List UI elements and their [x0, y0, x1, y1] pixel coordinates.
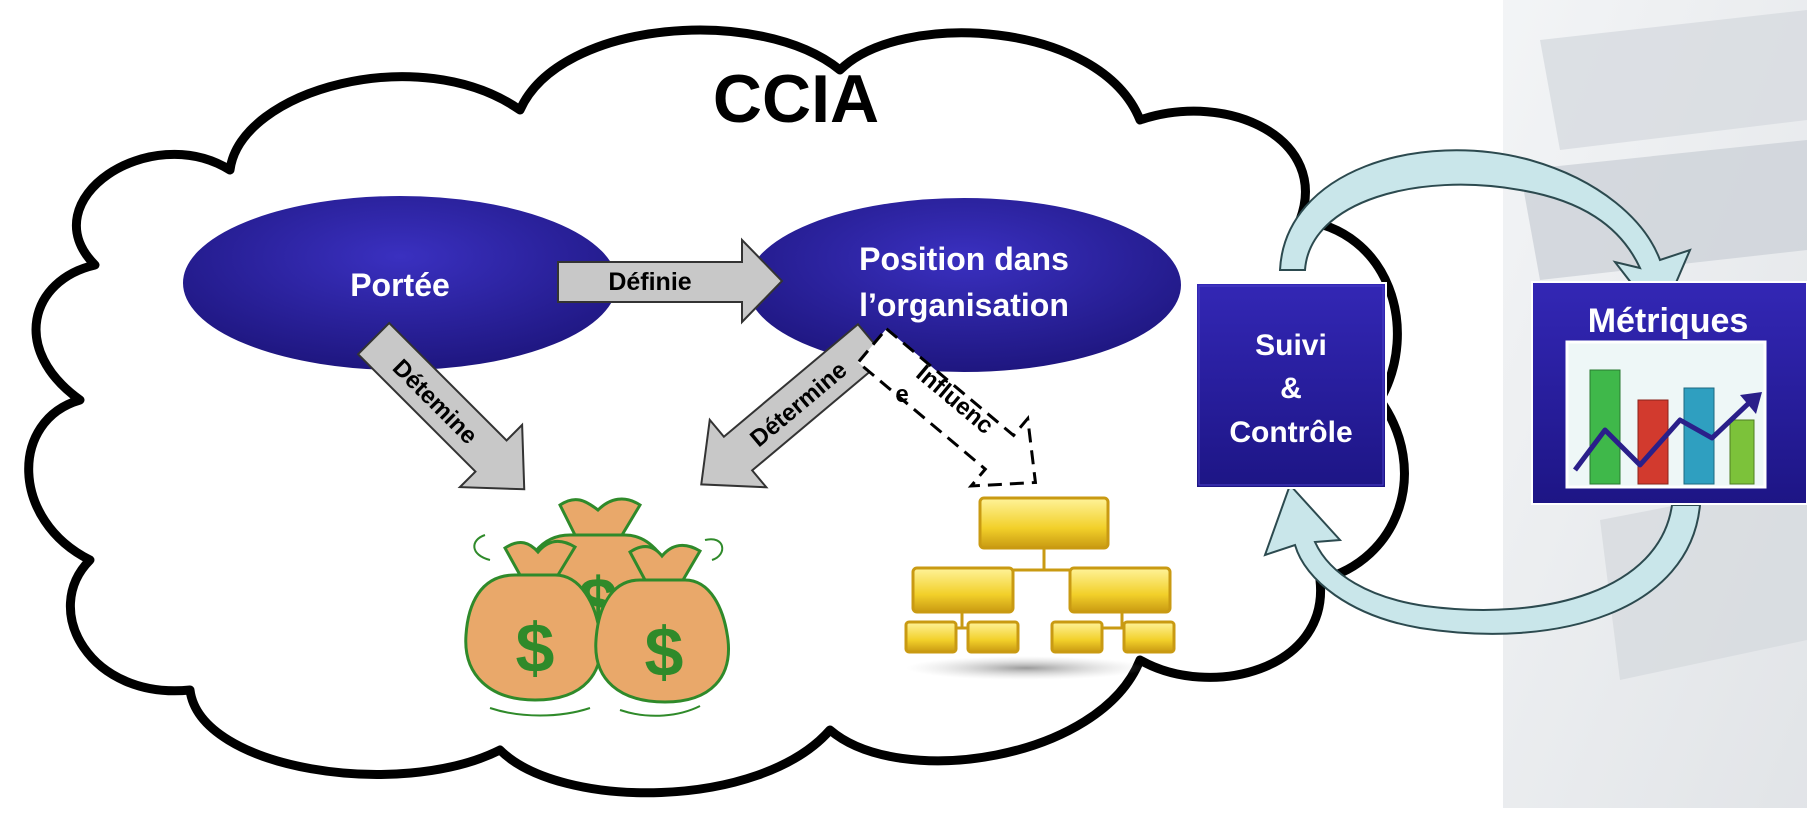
money-bags-icon: $ $ $: [464, 497, 730, 717]
position-label-line1: Position dans: [859, 241, 1069, 277]
diagram-title: CCIA: [713, 61, 879, 137]
suivi-controle-box: Suivi & Contrôle: [1195, 282, 1387, 489]
bar-chart-icon: [1573, 369, 1762, 485]
cycle-arrows: [1263, 149, 1702, 635]
portee-label: Portée: [350, 267, 450, 303]
suivi-label-line2: &: [1280, 372, 1302, 405]
metriques-box: Métriques: [1531, 281, 1807, 505]
position-label-line2: l’organisation: [859, 287, 1069, 323]
svg-text:$: $: [516, 609, 555, 687]
org-chart-icon: [904, 496, 1176, 680]
svg-text:$: $: [645, 613, 684, 691]
definie-arrow: Définie: [557, 237, 784, 325]
metriques-label: Métriques: [1588, 302, 1749, 340]
influence-label-2: e: [895, 381, 908, 408]
definie-label: Définie: [608, 268, 691, 296]
suivi-label-line3: Contrôle: [1229, 416, 1352, 449]
position-node: Position dans l’organisation: [745, 196, 1183, 374]
suivi-label-line1: Suivi: [1255, 329, 1327, 362]
